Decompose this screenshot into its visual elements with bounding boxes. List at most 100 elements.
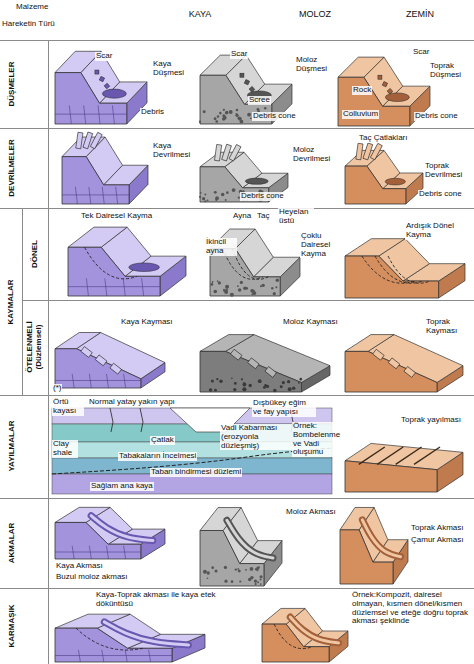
sliding-slab xyxy=(248,358,260,369)
illustration-label: Vadi Kabarması (erozyonla düzleşmiş) xyxy=(220,424,292,450)
debris-grain xyxy=(214,389,217,392)
debris-grain xyxy=(298,382,300,384)
block-front xyxy=(62,157,129,204)
illustration-label: Rock xyxy=(352,86,372,95)
debris-grain xyxy=(204,200,206,202)
debris-grain xyxy=(288,387,292,391)
landslide-block xyxy=(345,143,423,204)
debris-grain xyxy=(203,570,207,574)
block-front xyxy=(200,531,264,586)
row-rule xyxy=(0,498,474,499)
illustration-label: Scar xyxy=(95,52,113,61)
debris-grain xyxy=(245,287,248,290)
debris-grain xyxy=(249,384,252,387)
rock-layer xyxy=(52,474,332,494)
debris-grain xyxy=(217,280,219,282)
debris-grain xyxy=(261,284,264,287)
block-front xyxy=(345,166,406,204)
debris-grain xyxy=(237,285,239,287)
block-face xyxy=(345,335,394,352)
displaced-mass xyxy=(102,89,126,98)
rock-joint xyxy=(98,105,100,124)
debris-grain xyxy=(234,382,237,385)
landslide-block xyxy=(55,333,165,388)
debris-grain xyxy=(233,388,236,391)
block-face xyxy=(55,333,101,349)
crack-line xyxy=(140,408,143,432)
block-face xyxy=(200,335,254,352)
debris-grain xyxy=(213,290,217,294)
debris-grain xyxy=(245,569,247,571)
landslide-block xyxy=(62,132,148,204)
row-header: YAYILMALAR xyxy=(8,421,17,472)
illustration-label: Debris cone xyxy=(414,112,459,121)
tension-crack xyxy=(414,447,440,464)
rock-joint xyxy=(75,187,77,204)
illustration-label: Scree xyxy=(248,96,271,105)
flow-core xyxy=(104,622,188,645)
illustration-label: Kaya Düşmesi xyxy=(152,60,198,78)
column-rule xyxy=(48,40,49,664)
illustration-label: Buzul moloz akması xyxy=(55,573,129,582)
landslide-block xyxy=(200,335,330,393)
block-front xyxy=(210,249,280,296)
column-header: KAYA xyxy=(189,10,212,20)
debris-grain xyxy=(260,583,262,585)
debris-grain xyxy=(199,121,201,123)
illustration-label: (*) xyxy=(52,384,62,393)
illustration-label: Moloz Kayması xyxy=(282,318,339,327)
rock-bed xyxy=(55,655,172,656)
debris-grain xyxy=(276,279,279,282)
illustration-label: Normal yatay yakın yapı xyxy=(88,398,176,407)
debris-grain xyxy=(224,566,227,569)
node-text: YAYILMALAR xyxy=(8,421,17,472)
toppling-column xyxy=(215,144,222,161)
illustration-label: Tabakaların İncelmesi xyxy=(118,452,197,461)
illustration-label: Kaya-Toprak akması ile kaya etek döküntü… xyxy=(95,591,247,609)
falling-block xyxy=(240,73,244,77)
illustration-label: Debris xyxy=(140,108,165,117)
block-face xyxy=(338,57,384,77)
falling-block xyxy=(378,75,382,79)
landslide-block xyxy=(199,144,288,202)
row-header: ÖTELENMELİ (Düzlemsel) xyxy=(26,316,44,378)
block-face xyxy=(99,82,147,103)
debris-grain xyxy=(207,571,210,574)
block-front xyxy=(262,624,329,662)
illustration-label: Örtü kayası xyxy=(52,398,84,416)
debris-grain xyxy=(214,117,217,120)
debris-grain xyxy=(207,199,209,201)
rock-joint xyxy=(116,187,118,204)
sliding-slab xyxy=(373,349,385,360)
illustration-label: Debris cone xyxy=(252,112,297,121)
illustration-label: Toprak Düşmesi xyxy=(429,62,471,80)
debris-grain xyxy=(218,281,221,284)
rock-joint xyxy=(106,374,108,388)
row-header: DÖNEL xyxy=(31,240,40,268)
rock-joint xyxy=(69,105,71,124)
flow-core xyxy=(227,520,273,558)
lateral-spread-section xyxy=(52,408,332,494)
debris-grain xyxy=(217,115,219,117)
debris-grain xyxy=(250,289,254,293)
rock-joint xyxy=(89,187,91,204)
row-header: DEVRİLMELER xyxy=(8,139,17,196)
node-text: KAYA xyxy=(189,10,212,20)
block-front xyxy=(345,351,437,392)
debris-grain xyxy=(264,107,266,109)
debris-grain xyxy=(215,570,218,573)
illustration-label: Colluvium xyxy=(342,110,379,119)
rock-joint xyxy=(123,278,125,296)
debris-grain xyxy=(260,575,263,578)
toppling-column xyxy=(356,143,363,160)
rock-bed xyxy=(68,286,160,287)
crack-line xyxy=(110,408,113,432)
corner-header: MalzemeHareketin Türü xyxy=(2,3,66,29)
displaced-mass xyxy=(385,178,405,185)
sliding-slab xyxy=(230,349,242,360)
landslide-block xyxy=(68,227,186,296)
failure-surface xyxy=(85,247,137,279)
illustration-label: Scar xyxy=(412,48,430,57)
illustration-label: Toprak yayılması xyxy=(400,416,462,425)
debris-grain xyxy=(224,580,227,583)
